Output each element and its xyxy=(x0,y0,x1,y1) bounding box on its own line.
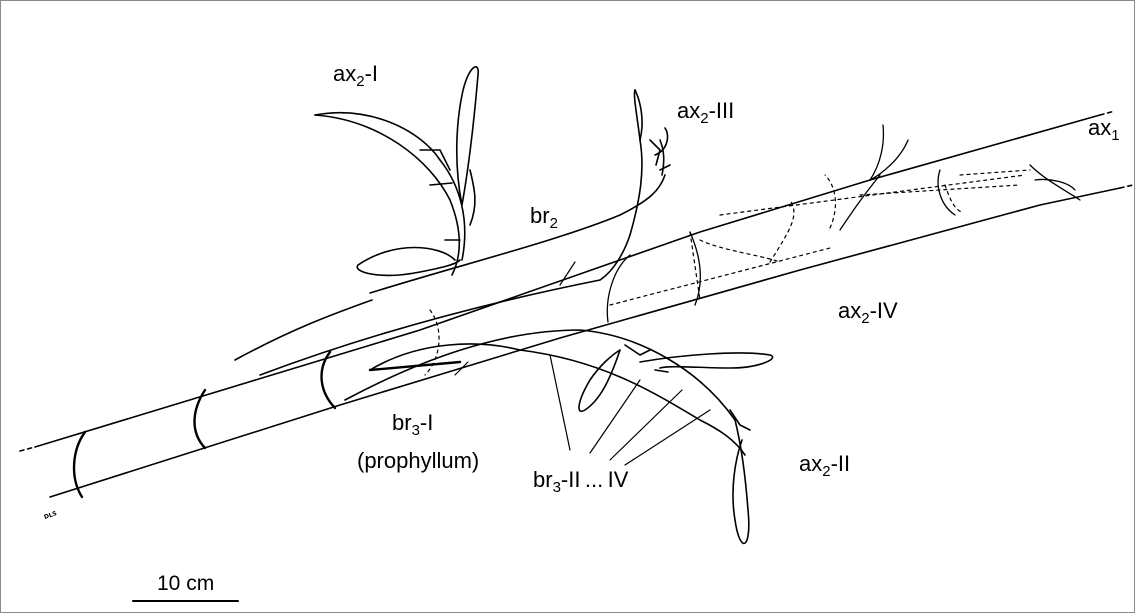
label-br3-I: br3-I xyxy=(392,412,433,434)
branch-ax2-I xyxy=(315,67,478,276)
label-ax1: ax1 xyxy=(1088,117,1120,139)
label-br2: br2 xyxy=(530,205,558,227)
scale-bar-label: 10 cm xyxy=(157,573,214,594)
label-ax2-IV: ax2-IV xyxy=(838,300,898,322)
main-axis xyxy=(20,111,1133,497)
label-ax2-III: ax2-III xyxy=(677,100,734,122)
main-axis-nodes xyxy=(74,352,335,497)
label-ax2-I: ax2-I xyxy=(333,63,378,85)
branch-ax2-II xyxy=(345,330,773,543)
hidden-lines xyxy=(425,170,1030,375)
label-prophyllum: (prophyllum) xyxy=(357,450,479,472)
label-ax2-II: ax2-II xyxy=(799,453,850,475)
label-br3-II-IV: br3-II ... IV xyxy=(533,469,628,491)
branch-ax2-III xyxy=(630,90,670,235)
main-axis-sheaths xyxy=(607,125,1080,322)
